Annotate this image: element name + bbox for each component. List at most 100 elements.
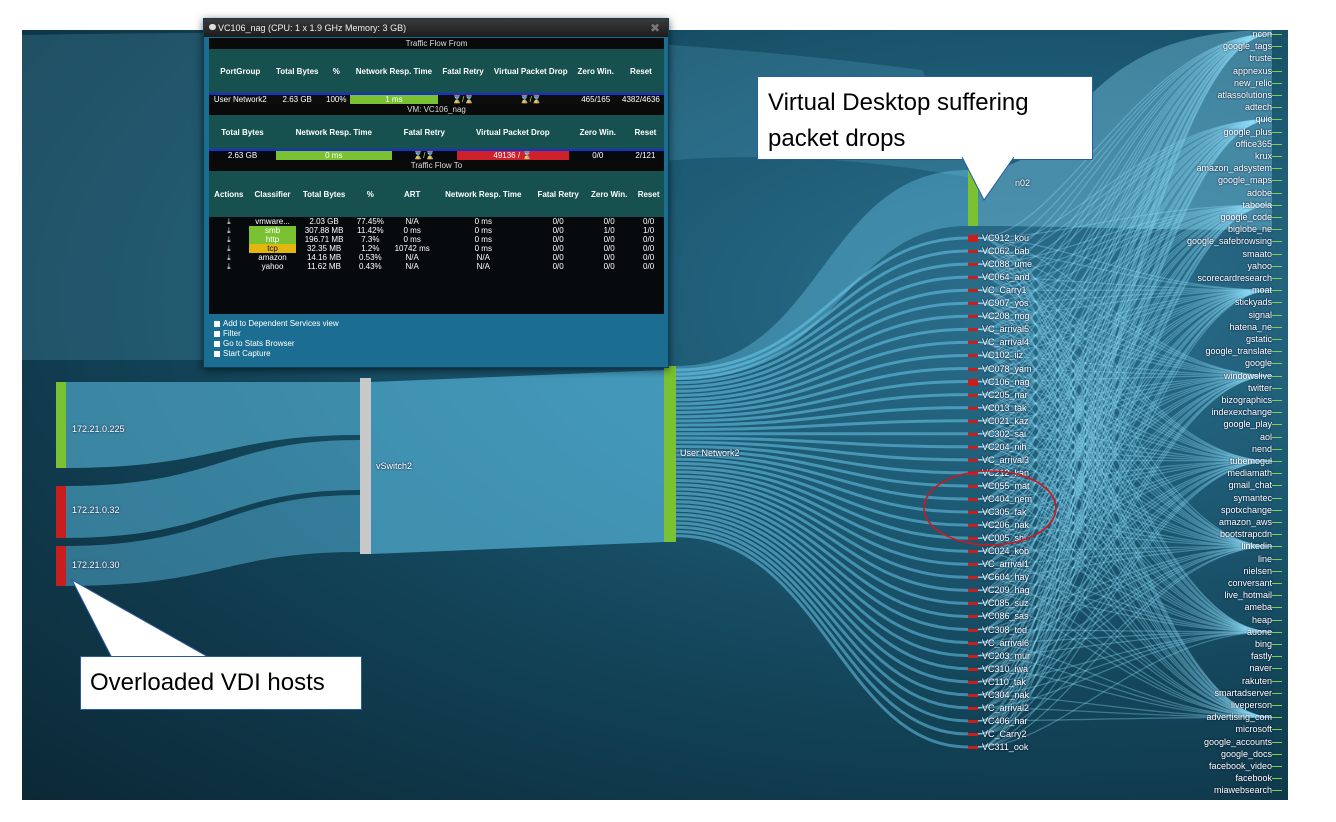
service-label[interactable]: google_docs	[1220, 748, 1272, 759]
service-label[interactable]: windowslive	[1223, 370, 1272, 381]
service-label[interactable]: signal	[1248, 309, 1272, 320]
from-col-header[interactable]: Network Resp. Time	[349, 49, 439, 93]
vm-label[interactable]: VC311_ook	[982, 741, 1029, 752]
download-icon[interactable]: ⤓	[227, 226, 231, 235]
vm-label[interactable]: VC912_kou	[982, 233, 1030, 243]
vm-label[interactable]: VC_arrival6	[982, 637, 1030, 648]
service-label[interactable]: advertising_com	[1206, 712, 1272, 723]
vm-node[interactable]	[968, 276, 978, 280]
vm-label[interactable]: VC021_kaz	[982, 415, 1029, 426]
vm-label[interactable]: VC208_nog	[982, 311, 1030, 322]
vm-node[interactable]	[968, 445, 978, 449]
from-col-header[interactable]: Virtual Packet Drop	[488, 49, 574, 93]
vm-label[interactable]: VC086_sas	[982, 611, 1029, 622]
vm-node[interactable]	[968, 680, 978, 684]
vm-node[interactable]	[968, 576, 978, 580]
service-label[interactable]: gmail_chat	[1228, 480, 1272, 491]
vm-label[interactable]: VC304_nak	[982, 689, 1030, 700]
download-icon[interactable]: ⤓	[227, 217, 231, 226]
vm-node[interactable]	[968, 719, 978, 723]
service-label[interactable]: gstatic	[1245, 334, 1272, 344]
vm-label[interactable]: VC_Carry1	[982, 285, 1027, 296]
vm-label[interactable]: VC206_nak	[982, 520, 1030, 531]
vm-col-header[interactable]: Virtual Packet Drop	[456, 115, 569, 149]
to-col-header[interactable]: ART	[388, 171, 436, 217]
service-label[interactable]: bizographics	[1221, 395, 1272, 405]
vm-label[interactable]: VC_arrival4	[982, 337, 1030, 348]
vm-label[interactable]: VC404_nem	[982, 494, 1033, 504]
vm-node[interactable]	[968, 341, 978, 345]
service-label[interactable]: heap	[1251, 614, 1272, 625]
service-label[interactable]: google_accounts	[1203, 736, 1272, 747]
vm-node[interactable]	[968, 615, 978, 619]
service-label[interactable]: hatena_ne	[1229, 321, 1272, 332]
vm-node[interactable]	[968, 589, 978, 593]
vm-node[interactable]	[968, 628, 978, 632]
service-label[interactable]: stickyads	[1234, 297, 1272, 308]
vm-node[interactable]	[968, 654, 978, 658]
service-label[interactable]: taboola	[1242, 199, 1272, 210]
vm-label[interactable]: VC110_tak	[982, 676, 1026, 687]
download-icon[interactable]: ⤓	[227, 253, 231, 262]
service-label[interactable]: google_maps	[1217, 175, 1272, 186]
vm-label[interactable]: VC085_suz	[982, 598, 1029, 609]
download-icon[interactable]: ⤓	[227, 235, 231, 244]
vm-node[interactable]	[968, 550, 978, 554]
service-label[interactable]: twitter	[1247, 382, 1272, 393]
from-col-header[interactable]: %	[322, 49, 350, 93]
service-label[interactable]: auone	[1246, 626, 1272, 637]
from-col-header[interactable]: Reset	[617, 49, 664, 93]
vm-node[interactable]	[968, 354, 978, 358]
service-label[interactable]: google_plus	[1223, 126, 1272, 137]
vm-node[interactable]	[968, 667, 978, 671]
vm-label[interactable]: VC604_hay	[982, 572, 1030, 583]
service-label[interactable]: truste	[1249, 53, 1272, 64]
vm-node[interactable]	[968, 732, 978, 736]
host-node-225[interactable]	[56, 382, 66, 468]
service-label[interactable]: facebook	[1235, 773, 1272, 784]
vm-label[interactable]: VC205_nar	[982, 389, 1028, 400]
download-icon[interactable]: ⤓	[227, 262, 231, 271]
vm-node[interactable]	[968, 378, 978, 386]
to-col-header[interactable]: Zero Win.	[585, 171, 634, 217]
service-label[interactable]: google_tags	[1222, 41, 1272, 52]
host-node-30[interactable]	[56, 546, 66, 586]
service-label[interactable]: adobe	[1246, 187, 1272, 198]
vm-label[interactable]: VC055_mat	[982, 480, 1030, 491]
service-label[interactable]: google_play	[1223, 419, 1272, 430]
vm-col-header[interactable]: Total Bytes	[209, 115, 276, 149]
vm-label[interactable]: VC_Carry2	[982, 728, 1027, 739]
vm-col-header[interactable]: Reset	[626, 115, 664, 149]
service-label[interactable]: symantec	[1233, 492, 1272, 503]
to-col-header[interactable]: %	[351, 171, 389, 217]
service-label[interactable]: amazon_adsystem	[1196, 163, 1272, 174]
service-label[interactable]: krux	[1254, 151, 1272, 161]
vm-label[interactable]: VC310_iwa	[982, 663, 1029, 674]
service-label[interactable]: bing	[1254, 639, 1272, 649]
service-label[interactable]: amazon_aws	[1218, 517, 1272, 527]
vm-node[interactable]	[968, 302, 978, 306]
popup-action-link[interactable]: Filter	[214, 329, 339, 339]
vm-label[interactable]: VC102_iiz	[982, 350, 1024, 361]
service-label[interactable]: google_translate	[1205, 346, 1272, 357]
from-col-header[interactable]: PortGroup	[209, 49, 272, 93]
vm-label[interactable]: VC209_hag	[982, 585, 1030, 596]
vm-label[interactable]: VC_arrival2	[982, 702, 1030, 713]
vm-top-node[interactable]	[968, 170, 978, 226]
service-label[interactable]: appnexus	[1232, 65, 1272, 76]
service-label[interactable]: scorecardresearch	[1197, 273, 1272, 283]
to-col-header[interactable]: Reset	[633, 171, 664, 217]
vm-node[interactable]	[968, 263, 978, 267]
download-icon[interactable]: ⤓	[227, 244, 231, 253]
vm-node[interactable]	[968, 498, 978, 501]
service-label[interactable]: ameba	[1244, 602, 1272, 613]
vm-node[interactable]	[968, 511, 978, 515]
service-label[interactable]: ncon	[1252, 30, 1272, 39]
service-label[interactable]: rakuten	[1241, 675, 1272, 686]
vm-label[interactable]: VC305_fak	[982, 507, 1027, 518]
service-label[interactable]: spotxchange	[1220, 504, 1272, 515]
